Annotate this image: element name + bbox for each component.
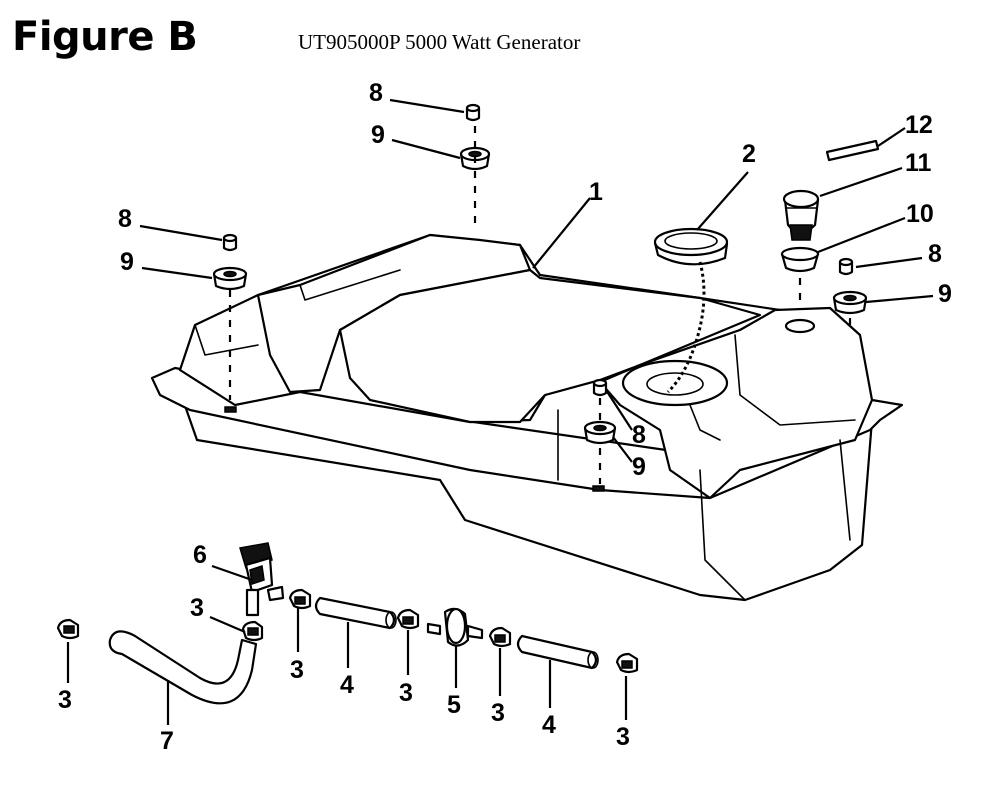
figure-title: UT905000P 5000 Watt Generator <box>298 30 581 54</box>
mount-spacer-center <box>592 378 608 397</box>
callout-4-left: 4 <box>340 671 354 699</box>
fuel-cap <box>653 227 729 394</box>
mount-grommet-left <box>212 266 248 291</box>
callout-3-d: 3 <box>491 699 505 727</box>
callout-9-top: 9 <box>371 121 385 149</box>
fuel-tank-right-block <box>598 306 874 500</box>
hose-clamp-far-left <box>56 618 80 640</box>
hose-clamp-3 <box>396 608 420 630</box>
callout-3-valve: 3 <box>190 594 204 622</box>
mount-spacer-left <box>222 233 238 252</box>
callout-4-right: 4 <box>542 711 556 739</box>
fuel-cap-tether <box>666 261 706 394</box>
callout-9-right: 9 <box>938 280 952 308</box>
fuel-hose <box>108 630 258 705</box>
fuel-filter <box>426 607 484 647</box>
callout-2: 2 <box>742 140 756 168</box>
fuel-line-1 <box>314 596 397 630</box>
fuel-tank-vent-hole <box>784 318 816 334</box>
mount-spacer-right <box>838 257 854 276</box>
callout-8-center: 8 <box>632 421 646 449</box>
callout-3-far-left: 3 <box>58 686 72 714</box>
hose-clamp-valve <box>241 620 264 642</box>
gasket-strip <box>825 139 880 162</box>
mount-grommet-center <box>583 420 617 445</box>
callout-9-center: 9 <box>632 453 646 481</box>
callout-3-c: 3 <box>399 679 413 707</box>
fuel-gauge-assembly <box>780 189 820 273</box>
callout-8-right: 8 <box>928 240 942 268</box>
callout-1: 1 <box>589 178 603 206</box>
hose-clamp-2 <box>288 588 312 610</box>
fuel-tank <box>150 233 904 602</box>
callout-10: 10 <box>906 200 934 228</box>
fuel-valve <box>239 542 285 617</box>
callout-3-b: 3 <box>290 656 304 684</box>
hose-clamp-5 <box>615 652 639 674</box>
callout-5: 5 <box>447 691 461 719</box>
callout-7: 7 <box>160 727 174 755</box>
callout-8-top: 8 <box>369 79 383 107</box>
figure-label: Figure B <box>12 14 198 60</box>
callout-6: 6 <box>193 541 207 569</box>
callout-8-left: 8 <box>118 205 132 233</box>
callout-12: 12 <box>905 111 933 139</box>
callout-9-left: 9 <box>120 248 134 276</box>
hose-clamp-4 <box>488 626 512 648</box>
fuel-line-2 <box>516 634 599 670</box>
mount-grommet-right <box>832 290 868 315</box>
callout-11: 11 <box>905 149 932 177</box>
mount-spacer-top <box>465 103 481 122</box>
callout-3-e: 3 <box>616 723 630 751</box>
